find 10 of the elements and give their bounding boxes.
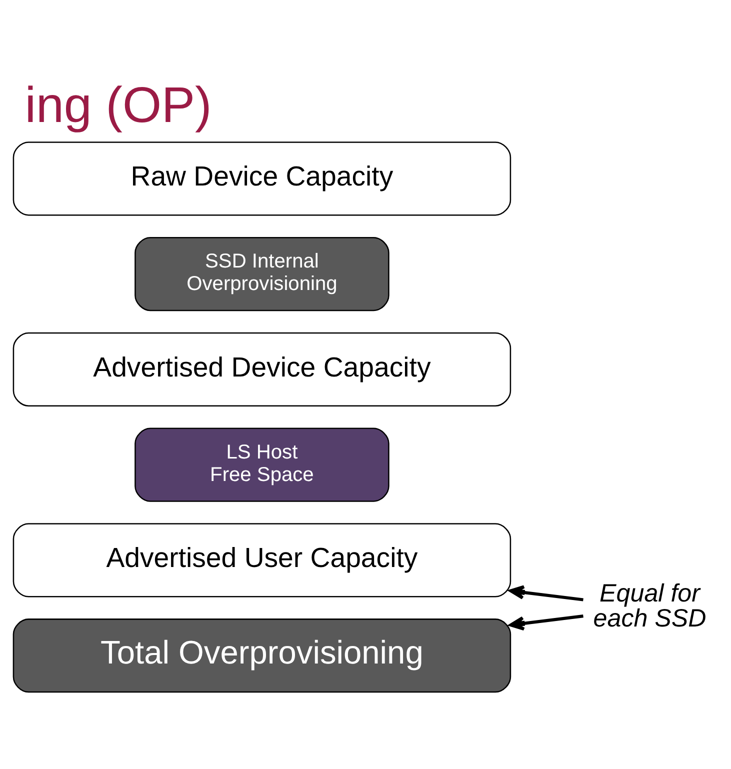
node-text: Equal for each SSD [593, 580, 706, 633]
node-box: SSD Internal Overprovisioning [134, 237, 390, 312]
node-box: Advertised Device Capacity [12, 332, 512, 406]
node-box: Raw Device Capacity [12, 142, 512, 216]
arrow [509, 614, 584, 631]
node-box: Total Overprovisioning [12, 618, 512, 693]
arrow [509, 585, 584, 602]
node-box: Advertised User Capacity [12, 523, 512, 598]
diagram-title: ing (OP) [24, 77, 212, 134]
node-box: LS Host Free Space [134, 428, 390, 502]
